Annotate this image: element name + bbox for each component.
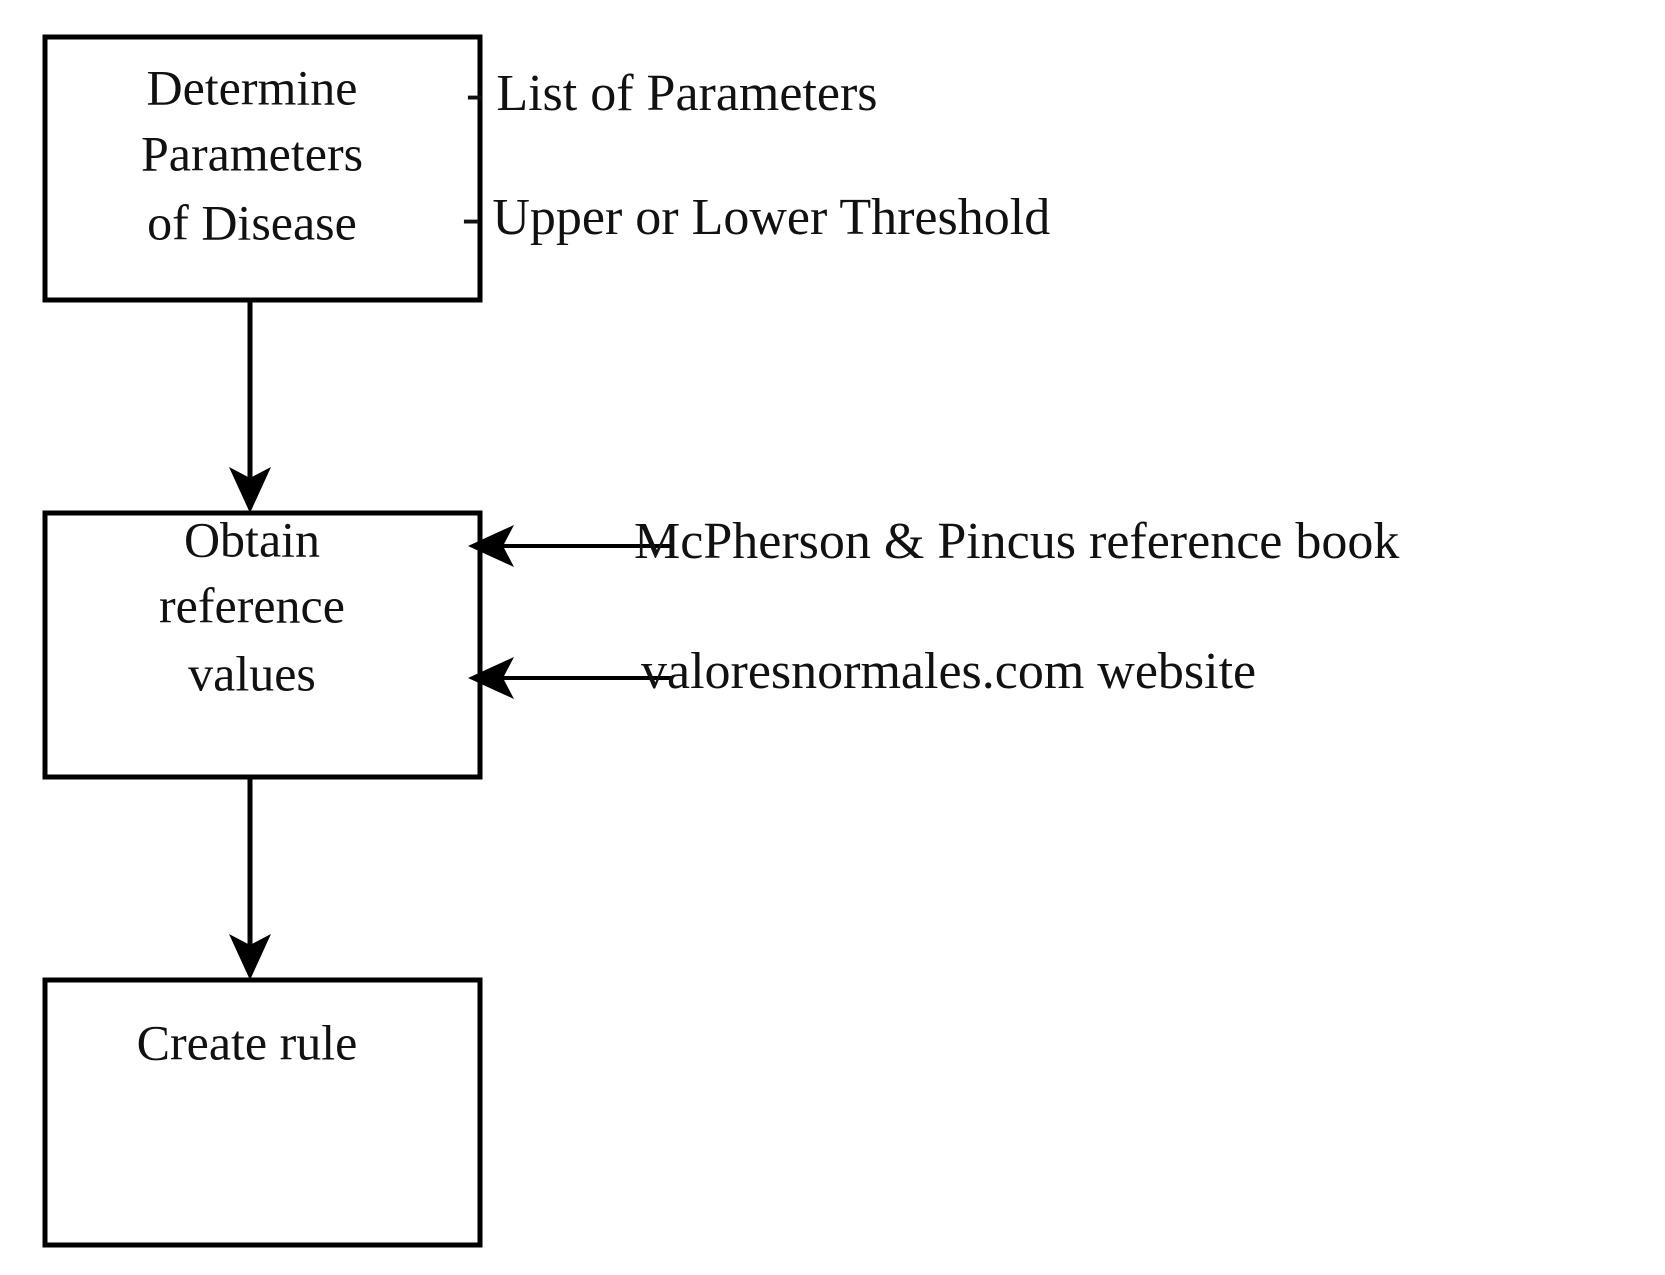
edge-website-to-obtain-arrowhead xyxy=(468,657,514,699)
node-create-rule-line-1: Create rule xyxy=(137,1014,358,1070)
node-obtain-reference-values-line-2: reference xyxy=(159,577,345,633)
node-create-rule[interactable]: Create rule xyxy=(42,977,483,1248)
annotation-list-of-parameters: - List of Parameters xyxy=(466,65,878,122)
node-create-rule-box[interactable] xyxy=(42,977,483,1248)
node-determine-parameters-line-3: of Disease xyxy=(147,194,357,250)
edge-book-to-obtain-arrowhead xyxy=(468,525,514,567)
edge-obtain-to-create xyxy=(229,777,271,980)
node-obtain-reference-values-line-3: values xyxy=(188,645,316,701)
node-determine-parameters-line-2: Parameters xyxy=(141,125,363,181)
edge-website-to-obtain xyxy=(468,657,673,699)
edge-book-to-obtain xyxy=(468,525,673,567)
edge-determine-to-obtain xyxy=(229,300,271,513)
node-obtain-reference-values[interactable]: Obtain reference values xyxy=(42,510,483,780)
edge-determine-to-obtain-arrowhead xyxy=(229,467,271,513)
annotation-valoresnormales-website: valoresnormales.com website xyxy=(641,643,1256,700)
node-determine-parameters-box[interactable] xyxy=(42,34,483,303)
edge-obtain-to-create-arrowhead xyxy=(229,934,271,980)
node-determine-parameters-line-1: Determine xyxy=(146,59,357,115)
annotation-mcpherson-pincus-book: McPherson & Pincus reference book xyxy=(634,513,1399,570)
node-obtain-reference-values-line-1: Obtain xyxy=(184,511,320,567)
node-obtain-reference-values-box[interactable] xyxy=(42,510,483,780)
node-determine-parameters[interactable]: Determine Parameters of Disease xyxy=(42,34,483,303)
annotation-upper-or-lower-threshold: - Upper or Lower Threshold xyxy=(462,189,1050,246)
